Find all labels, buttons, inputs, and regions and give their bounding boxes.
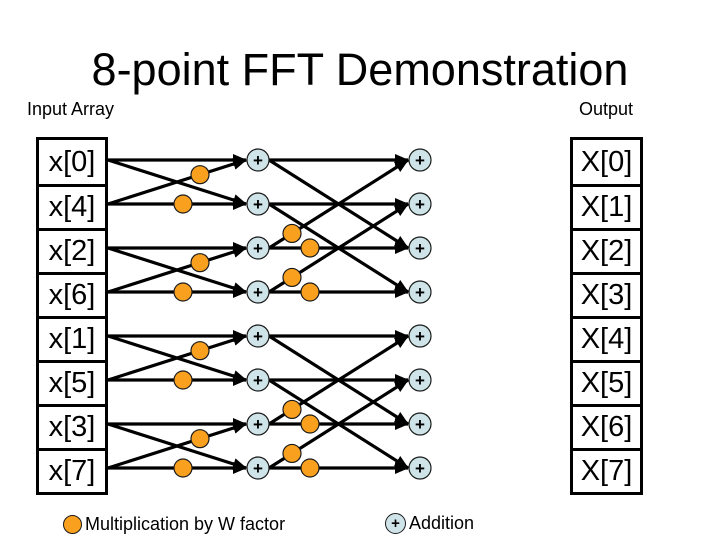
- plus-symbol: +: [253, 195, 263, 214]
- w-multiplier-icon: [282, 399, 302, 420]
- plus-symbol: +: [391, 515, 400, 532]
- input-array-box: x[0] x[4] x[2] x[6] x[1] x[5] x[3] x[7]: [36, 137, 108, 495]
- signal-line: [107, 158, 247, 206]
- adder-node: [408, 236, 432, 260]
- adder-nodes: + + + + + + + + + + + + + + + +: [246, 148, 432, 480]
- w-multiplier-icon: [282, 443, 302, 464]
- signal-line: [107, 422, 247, 470]
- adder-node: [408, 412, 432, 436]
- w-multiplier-icon: [190, 341, 210, 361]
- plus-symbol: +: [253, 371, 263, 390]
- plus-symbol: +: [253, 459, 263, 478]
- adder-node: [246, 368, 270, 392]
- plus-symbol: +: [415, 239, 425, 258]
- w-multiplier-icon: [173, 282, 193, 302]
- input-cell: x[7]: [39, 448, 105, 492]
- adder-node: [408, 368, 432, 392]
- plus-symbol: +: [253, 415, 263, 434]
- signal-line: [107, 246, 247, 294]
- w-multiplier-icon: [190, 429, 210, 449]
- input-cell: x[5]: [39, 360, 105, 404]
- w-multiplier-icon: [300, 238, 320, 258]
- w-multiplier-icon: [63, 515, 82, 534]
- adder-node: [408, 148, 432, 172]
- w-multipliers: [173, 165, 320, 478]
- plus-symbol: +: [415, 459, 425, 478]
- adder-node: [246, 456, 270, 480]
- plus-symbol: +: [253, 239, 263, 258]
- adder-node: [246, 324, 270, 348]
- plus-symbol: +: [415, 283, 425, 302]
- output-cell: X[5]: [573, 360, 640, 404]
- w-multiplier-icon: [190, 253, 210, 273]
- output-label: Output: [579, 99, 634, 119]
- adder-node: [246, 280, 270, 304]
- output-array-box: X[0] X[1] X[2] X[3] X[4] X[5] X[6] X[7]: [570, 137, 643, 495]
- adder-node: [408, 280, 432, 304]
- w-multiplier-icon: [282, 267, 302, 288]
- input-cell: x[3]: [39, 404, 105, 448]
- input-cell: x[6]: [39, 272, 105, 316]
- w-multiplier-icon: [173, 458, 193, 478]
- w-multiplier-icon: [190, 165, 210, 185]
- adder-node: [408, 456, 432, 480]
- plus-symbol: +: [253, 283, 263, 302]
- plus-symbol: +: [415, 415, 425, 434]
- input-cell: x[1]: [39, 316, 105, 360]
- output-cell: X[2]: [573, 228, 640, 272]
- plus-symbol: +: [415, 151, 425, 170]
- plus-symbol: +: [253, 327, 263, 346]
- plus-symbol: +: [415, 327, 425, 346]
- plus-symbol: +: [253, 151, 263, 170]
- adder-icon: +: [385, 513, 406, 534]
- w-multiplier-icon: [300, 414, 320, 434]
- w-multiplier-icon: [300, 458, 320, 478]
- page-title: 8-point FFT Demonstration: [91, 44, 629, 95]
- legend: Multiplication by W factor + Addition: [0, 505, 720, 540]
- legend-multiplier: Multiplication by W factor: [63, 514, 285, 535]
- output-cell: X[4]: [573, 316, 640, 360]
- output-cell: X[6]: [573, 404, 640, 448]
- plus-symbol: +: [415, 371, 425, 390]
- w-multiplier-icon: [173, 194, 193, 214]
- legend-multiplier-label: Multiplication by W factor: [85, 514, 286, 534]
- adder-node: [408, 324, 432, 348]
- adder-node: [246, 148, 270, 172]
- adder-node: [408, 192, 432, 216]
- w-multiplier-icon: [300, 282, 320, 302]
- output-cell: X[0]: [573, 140, 640, 184]
- legend-adder-label: Addition: [409, 513, 475, 533]
- adder-node: [246, 412, 270, 436]
- output-cell: X[3]: [573, 272, 640, 316]
- plus-symbol: +: [415, 195, 425, 214]
- adder-node: [246, 236, 270, 260]
- input-array-label: Input Array: [27, 99, 115, 119]
- w-multiplier-icon: [173, 370, 193, 390]
- legend-adder: + Addition: [385, 513, 474, 534]
- adder-node: [246, 192, 270, 216]
- signal-line: [107, 334, 247, 382]
- input-cell: x[0]: [39, 140, 105, 184]
- output-cell: X[1]: [573, 184, 640, 228]
- w-multiplier-icon: [282, 223, 302, 244]
- output-cell: X[7]: [573, 448, 640, 492]
- input-cell: x[2]: [39, 228, 105, 272]
- input-cell: x[4]: [39, 184, 105, 228]
